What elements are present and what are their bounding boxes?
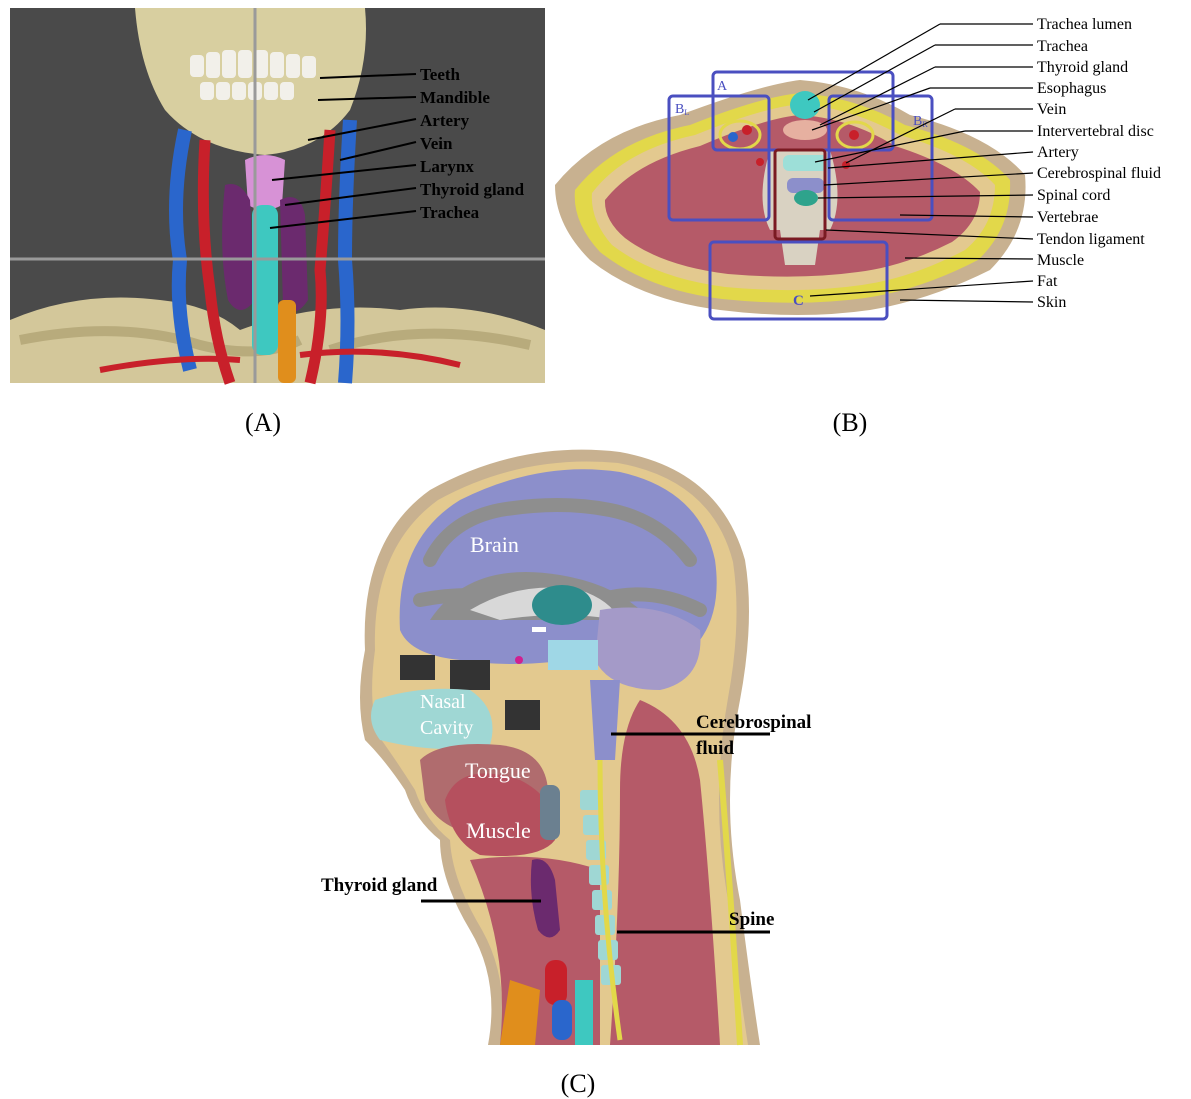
label-esophagus: Esophagus xyxy=(1037,80,1106,97)
label-nasal: Nasal xyxy=(420,691,466,713)
region-tag-c: C xyxy=(793,293,804,309)
label-muscle-c: Muscle xyxy=(466,818,531,843)
caption-b: (B) xyxy=(833,408,868,437)
label-vein-b: Vein xyxy=(1037,101,1066,118)
caption-c: (C) xyxy=(561,1069,596,1098)
panel-c: Brain Nasal Cavity Tongue Muscle Cerebro… xyxy=(321,450,811,1098)
panel-a: Teeth Mandible Artery Vein Larynx Thyroi… xyxy=(10,8,545,437)
label-trachea-b: Trachea xyxy=(1037,38,1088,55)
label-vein: Vein xyxy=(420,134,453,153)
label-cerebrospinal-fluid-b: Cerebrospinal fluid xyxy=(1037,165,1161,182)
label-vertebrae: Vertebrae xyxy=(1037,209,1098,226)
label-fluid: fluid xyxy=(696,738,734,759)
caption-a: (A) xyxy=(245,408,281,437)
label-cavity: Cavity xyxy=(420,717,473,739)
region-tag-b-left: BL xyxy=(675,102,689,117)
label-teeth: Teeth xyxy=(420,65,461,84)
label-mandible: Mandible xyxy=(420,88,490,107)
label-thyroid-gland-c: Thyroid gland xyxy=(321,875,438,896)
label-thyroid-gland-b: Thyroid gland xyxy=(1037,59,1128,76)
panel-b-section xyxy=(555,80,1026,315)
label-artery: Artery xyxy=(420,111,470,130)
label-spine: Spine xyxy=(729,909,774,930)
panel-b: A BL BR C Trachea lumen Trachea Thyroid xyxy=(555,16,1161,437)
label-cerebrospinal: Cerebrospinal xyxy=(696,712,811,733)
label-skin: Skin xyxy=(1037,294,1066,311)
region-tag-a: A xyxy=(717,79,728,94)
label-trachea-lumen: Trachea lumen xyxy=(1037,16,1132,33)
label-spinal-cord: Spinal cord xyxy=(1037,187,1110,204)
label-artery-b: Artery xyxy=(1037,144,1079,161)
label-trachea: Trachea xyxy=(420,203,480,222)
label-thyroid-gland: Thyroid gland xyxy=(420,180,525,199)
label-tongue: Tongue xyxy=(465,758,531,783)
label-intervertebral-disc: Intervertebral disc xyxy=(1037,123,1154,140)
label-muscle-b: Muscle xyxy=(1037,252,1084,269)
label-larynx: Larynx xyxy=(420,157,474,176)
panel-b-labels: Trachea lumen Trachea Thyroid gland Esop… xyxy=(1037,16,1161,311)
label-fat: Fat xyxy=(1037,273,1058,290)
label-tendon-ligament: Tendon ligament xyxy=(1037,231,1145,248)
label-brain: Brain xyxy=(470,532,519,557)
region-tag-b-right: BR xyxy=(913,114,928,129)
